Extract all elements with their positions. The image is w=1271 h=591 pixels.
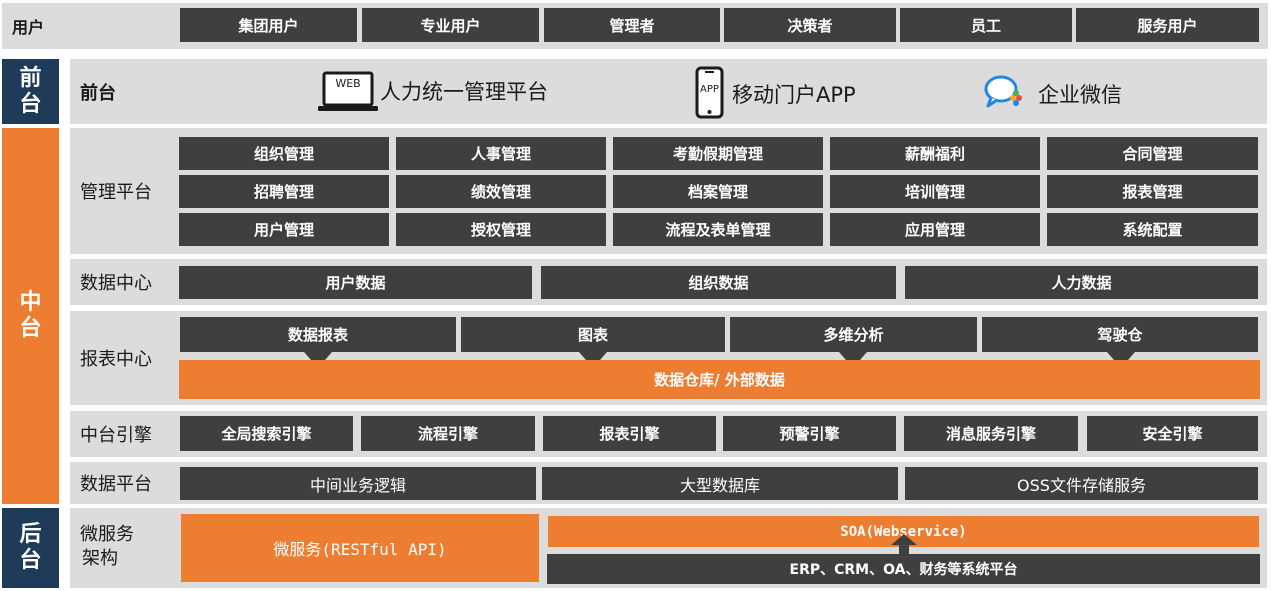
wecom-icon [983, 73, 1025, 111]
mgmt-archive: 档案管理 [613, 175, 823, 208]
mgmt-org: 组织管理 [179, 137, 389, 170]
mgmt-recruit: 招聘管理 [179, 175, 389, 208]
mgmt-performance: 绩效管理 [396, 175, 606, 208]
report-data: 数据报表 [180, 317, 456, 352]
mgmt-user: 用户管理 [179, 213, 389, 246]
back-label-line2: 架构 [82, 548, 118, 569]
data-center-user: 用户数据 [179, 266, 532, 299]
mgmt-system-config: 系统配置 [1047, 213, 1258, 246]
report-cockpit: 驾驶仓 [982, 317, 1258, 352]
mgmt-application: 应用管理 [830, 213, 1040, 246]
middle-side-label: 中台 [2, 128, 59, 504]
user-item-decision-maker: 决策者 [724, 8, 896, 42]
user-item-group: 集团用户 [180, 8, 357, 42]
phone-app-icon: APP [695, 66, 724, 119]
report-multidim: 多维分析 [730, 317, 977, 352]
engine-security: 安全引擎 [1087, 416, 1258, 451]
user-item-employee: 员工 [900, 8, 1072, 42]
front-side-label: 前台 [2, 59, 59, 124]
engine-label: 中台引擎 [80, 425, 152, 446]
front-item-web-label: 人力统一管理平台 [380, 80, 548, 104]
microservice-box: 微服务(RESTful API) [181, 514, 539, 582]
mgmt-payroll: 薪酬福利 [830, 137, 1040, 170]
data-platform-label: 数据平台 [80, 474, 152, 495]
data-warehouse-bar: 数据仓库/ 外部数据 [179, 360, 1260, 399]
front-label: 前台 [80, 82, 116, 104]
back-side-label: 后台 [2, 508, 59, 588]
platform-oss-storage: OSS文件存储服务 [905, 467, 1258, 500]
mgmt-report: 报表管理 [1047, 175, 1258, 208]
mgmt-attendance: 考勤假期管理 [613, 137, 823, 170]
engine-workflow: 流程引擎 [361, 416, 535, 451]
engine-search: 全局搜索引擎 [180, 416, 353, 451]
report-chart: 图表 [461, 317, 725, 352]
platform-database: 大型数据库 [542, 467, 898, 500]
mgmt-auth: 授权管理 [396, 213, 606, 246]
mgmt-training: 培训管理 [830, 175, 1040, 208]
data-center-hr: 人力数据 [905, 266, 1258, 299]
data-center-label: 数据中心 [80, 273, 152, 294]
report-center-label: 报表中心 [80, 349, 152, 370]
user-item-professional: 专业用户 [362, 8, 539, 42]
mgmt-workflow-form: 流程及表单管理 [613, 213, 823, 246]
arrow-up-icon [891, 534, 917, 556]
mgmt-contract: 合同管理 [1047, 137, 1258, 170]
front-band [70, 59, 1267, 124]
back-label: 微服务 架构 [80, 523, 134, 571]
soa-bar: SOA(Webservice) [548, 516, 1259, 547]
laptop-web-icon-text: WEB [335, 77, 361, 90]
back-label-line1: 微服务 [80, 524, 134, 545]
front-item-wecom-label: 企业微信 [1038, 83, 1122, 107]
engine-message: 消息服务引擎 [904, 416, 1078, 451]
mgmt-personnel: 人事管理 [396, 137, 606, 170]
phone-app-icon-text: APP [700, 84, 719, 95]
engine-alert: 预警引擎 [723, 416, 896, 451]
front-item-app-label: 移动门户APP [732, 83, 856, 107]
laptop-web-icon: WEB [318, 71, 378, 113]
systems-bar: ERP、CRM、OA、财务等系统平台 [547, 554, 1260, 584]
user-item-service: 服务用户 [1076, 8, 1259, 42]
data-center-org: 组织数据 [541, 266, 896, 299]
engine-report: 报表引擎 [543, 416, 716, 451]
user-row-label: 用户 [12, 18, 45, 37]
management-label: 管理平台 [80, 182, 152, 203]
user-item-manager: 管理者 [544, 8, 720, 42]
platform-business-logic: 中间业务逻辑 [180, 467, 536, 500]
